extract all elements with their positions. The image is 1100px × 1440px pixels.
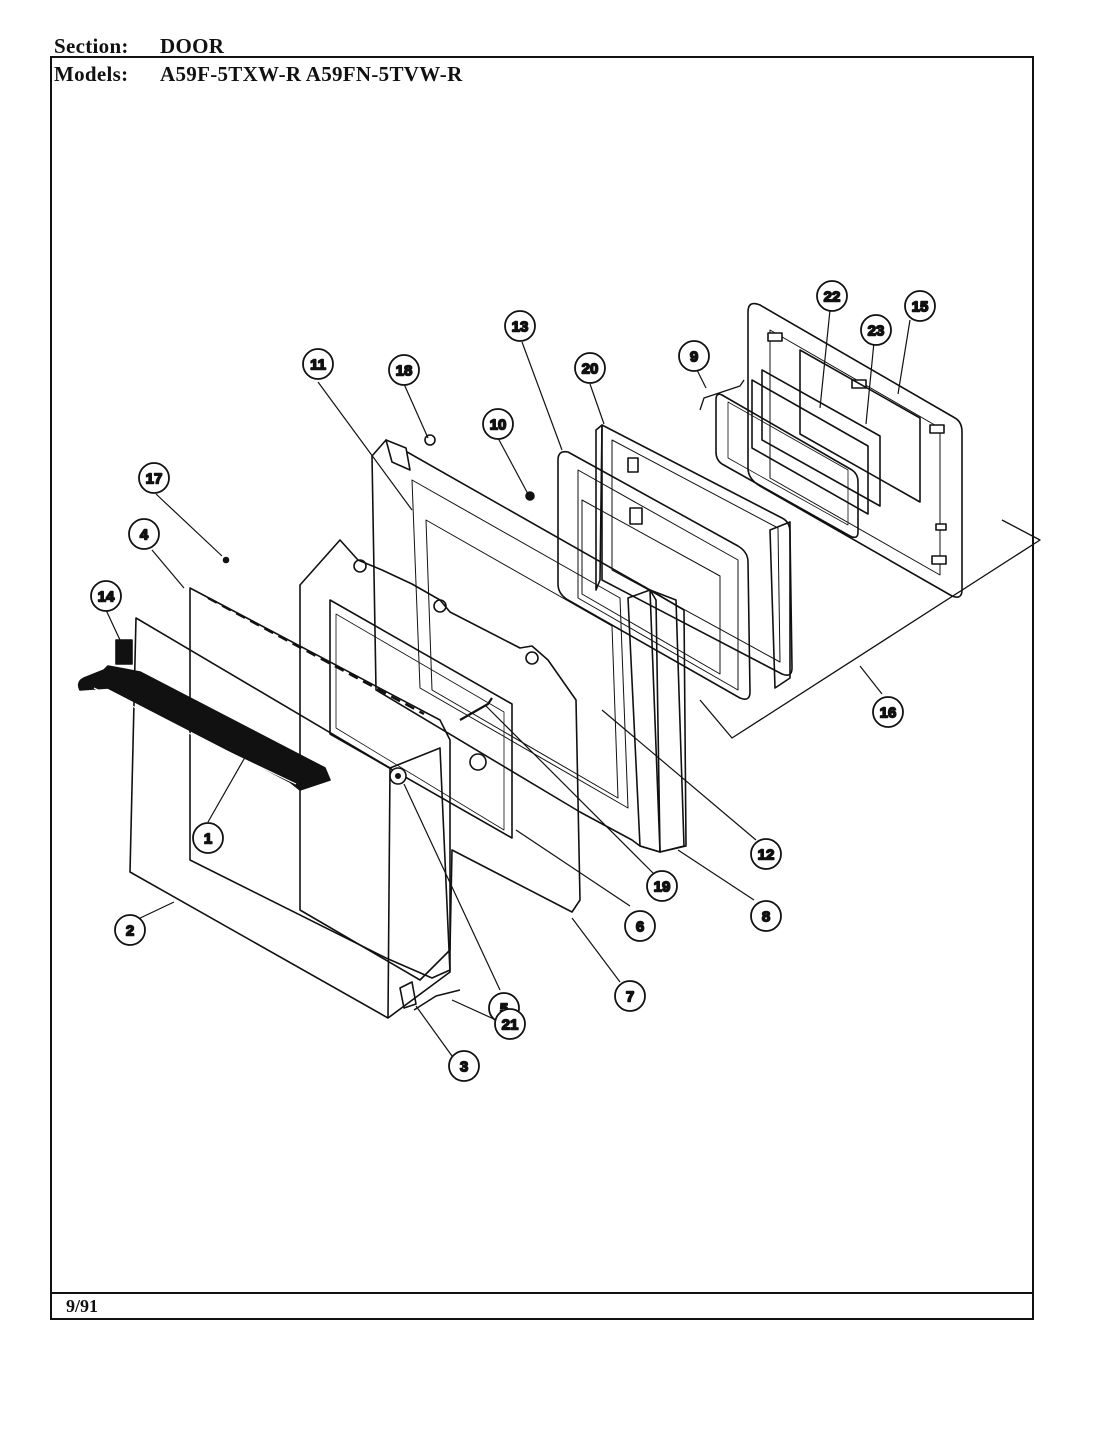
callout-22: 22 [816,280,848,312]
air-deflector [299,539,581,981]
callout-circle [646,870,678,902]
callout-circle [114,914,146,946]
callout-number: 20 [582,361,599,378]
callout-13: 13 [504,310,536,342]
callout-circle [504,310,536,342]
callout-21: 21 [494,1008,526,1040]
latch-part [399,981,417,1009]
callout-number: 13 [512,319,529,336]
models-label: Models: [54,62,129,86]
callout-number: 7 [626,989,634,1006]
callout-circle [448,1050,480,1082]
callout-number: 12 [758,847,775,864]
callout-1: 1 [192,822,224,854]
callout-circle [128,518,160,550]
callout-number: 3 [460,1059,468,1076]
footer-divider [50,1292,1034,1294]
callout-9: 9 [678,340,710,372]
callout-circle [624,910,656,942]
callout-number: 14 [98,589,115,606]
callout-number: 17 [146,471,163,488]
assembly-bracket [699,519,1041,739]
inner-glass-panel [329,599,513,839]
callout-number: 16 [880,705,897,722]
callout-23: 23 [860,314,892,346]
callout-circle [750,900,782,932]
glass-pack [715,349,921,539]
callout-20: 20 [574,352,606,384]
callout-number: 19 [654,879,671,896]
callout-number: 22 [824,289,841,306]
callout-circle [388,354,420,386]
callout-number: 23 [868,323,885,340]
wire-part [699,379,745,411]
callout-6: 6 [624,910,656,942]
models-list: A59F-5TXW-R A59FN-5TVW-R [160,62,463,86]
diagram-frame [50,56,1034,1320]
door-handle [77,665,331,791]
callout-circle [482,408,514,440]
callout-3: 3 [448,1050,480,1082]
callout-number: 1 [204,831,212,848]
callout-circle [192,822,224,854]
leader-lines [105,309,911,1057]
callout-number: 5 [500,1001,508,1018]
callout-2: 2 [114,914,146,946]
clip-part [413,989,461,1011]
inner-frame [595,424,793,689]
callout-16: 16 [872,696,904,728]
section-label: Section: [54,34,129,58]
callout-10: 10 [482,408,514,440]
callout-circle [574,352,606,384]
callout-circle [138,462,170,494]
callout-circle [872,696,904,728]
callout-8: 8 [750,900,782,932]
callout-circle [494,1008,526,1040]
callout-number: 8 [762,909,770,926]
callout-circle [860,314,892,346]
callout-7: 7 [614,980,646,1012]
callout-number: 2 [126,923,134,940]
callout-number: 18 [396,363,413,380]
callout-circle [816,280,848,312]
screw-part-18 [424,434,436,446]
callout-4: 4 [128,518,160,550]
callout-circle [678,340,710,372]
door-frame [371,439,687,853]
outer-door-panel [129,617,451,1019]
door-back-panel [189,587,451,979]
door-liner-frame [557,450,751,700]
callout-number: 6 [636,919,644,936]
callout-17: 17 [138,462,170,494]
callout-circle [614,980,646,1012]
callout-number: 15 [912,299,929,316]
callout-14: 14 [90,580,122,612]
callout-15: 15 [904,290,936,322]
bolt-part-19 [459,697,493,721]
callout-circle [904,290,936,322]
callout-circle [750,838,782,870]
section-title: DOOR [160,34,225,58]
screw-part-17 [222,556,230,564]
callout-number: 9 [690,349,698,366]
callout-number: 11 [310,357,326,374]
callout-number: 21 [502,1017,519,1034]
callout-circle [302,348,334,380]
callout-19: 19 [646,870,678,902]
revision-date: 9/91 [66,1296,99,1316]
handle-bracket [115,639,133,665]
callout-18: 18 [388,354,420,386]
callout-number: 4 [140,527,149,544]
callout-11: 11 [302,348,334,380]
callout-12: 12 [750,838,782,870]
callout-circle [90,580,122,612]
callout-number: 10 [490,417,507,434]
